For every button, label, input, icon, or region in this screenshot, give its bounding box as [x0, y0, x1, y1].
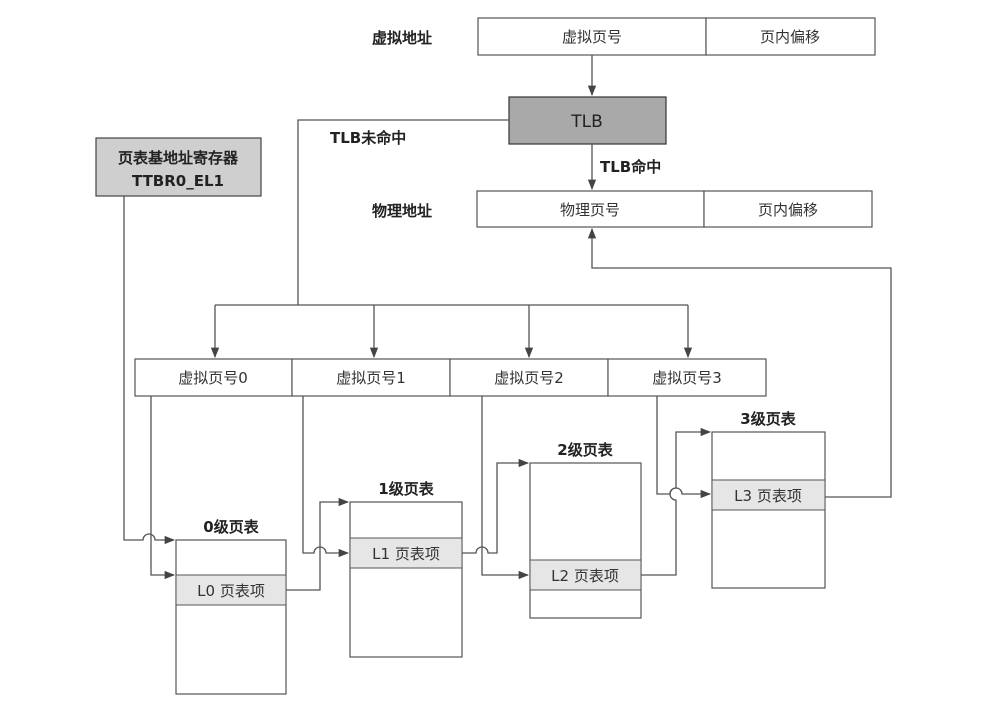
physical-offset-text: 页内偏移	[758, 201, 818, 219]
tlb-hit-label: TLB命中	[600, 158, 661, 176]
table1-entry-text: L1 页表项	[372, 545, 440, 563]
vpn3-cell	[607, 358, 767, 397]
base-register-rect	[95, 137, 262, 197]
base-register-line1: 页表基地址寄存器	[118, 149, 239, 167]
tlb-miss-line	[297, 119, 509, 305]
physical-page-number-cell	[476, 190, 705, 228]
wire-vpn2-to-l2-entry	[481, 396, 530, 580]
virtual-page-number-text: 虚拟页号	[562, 28, 622, 46]
virtual-address-label: 虚拟地址	[372, 29, 432, 47]
wire-base-register-to-table0	[123, 196, 176, 545]
physical-offset-cell	[703, 190, 873, 228]
vpn2-text: 虚拟页号2	[494, 369, 564, 387]
virtual-page-number-cell	[477, 17, 707, 56]
wire-vpn3-to-l3-entry	[656, 396, 712, 499]
virtual-offset-cell	[705, 17, 876, 56]
table1-entry	[349, 537, 463, 569]
vpn3-text: 虚拟页号3	[652, 369, 722, 387]
wire-vpn1-to-l1-entry	[302, 396, 350, 558]
table2-entry	[529, 559, 642, 591]
table2-rect	[529, 462, 642, 619]
physical-address-box: 物理页号 页内偏移	[476, 190, 873, 228]
physical-address-label: 物理地址	[372, 202, 432, 220]
table1-title: 1级页表	[378, 480, 434, 498]
wire-l2-to-table3	[641, 427, 712, 576]
vpn0-cell	[134, 358, 293, 397]
tlb-box: TLB	[508, 96, 667, 145]
table1-rect	[349, 501, 463, 658]
table0-box: L0 页表项	[175, 539, 287, 695]
wire-l3-to-physical-address	[587, 227, 892, 498]
vpn1-cell	[291, 358, 451, 397]
wire-vpn0-to-l0-entry	[150, 396, 176, 580]
virtual-offset-text: 页内偏移	[760, 28, 820, 46]
wire-l0-to-table1	[286, 497, 350, 591]
tlb-miss-label: TLB未命中	[330, 129, 406, 147]
table0-entry	[175, 574, 287, 606]
table0-rect	[175, 539, 287, 695]
table1-box: L1 页表项	[349, 501, 463, 658]
vpn-segment-row: 虚拟页号0 虚拟页号1 虚拟页号2 虚拟页号3	[134, 358, 767, 397]
tlb-label: TLB	[570, 112, 603, 132]
table2-box: L2 页表项	[529, 462, 642, 619]
base-register-line2: TTBR0_EL1	[132, 172, 224, 190]
table2-entry-text: L2 页表项	[551, 567, 619, 585]
physical-page-number-text: 物理页号	[560, 201, 620, 219]
table0-title: 0级页表	[203, 518, 259, 536]
table3-title: 3级页表	[740, 410, 796, 428]
base-register-box: 页表基地址寄存器 TTBR0_EL1	[95, 137, 262, 197]
table3-entry	[711, 479, 826, 511]
vpn0-text: 虚拟页号0	[178, 369, 248, 387]
table3-box: L3 页表项	[711, 431, 826, 589]
wire-l1-to-table2	[462, 458, 530, 554]
vpn2-cell	[449, 358, 609, 397]
virtual-address-box: 虚拟页号 页内偏移	[477, 17, 876, 56]
tlb-rect	[508, 96, 667, 145]
table3-entry-text: L3 页表项	[734, 487, 802, 505]
table2-title: 2级页表	[557, 441, 613, 459]
table0-entry-text: L0 页表项	[197, 582, 265, 600]
vpn1-text: 虚拟页号1	[336, 369, 406, 387]
